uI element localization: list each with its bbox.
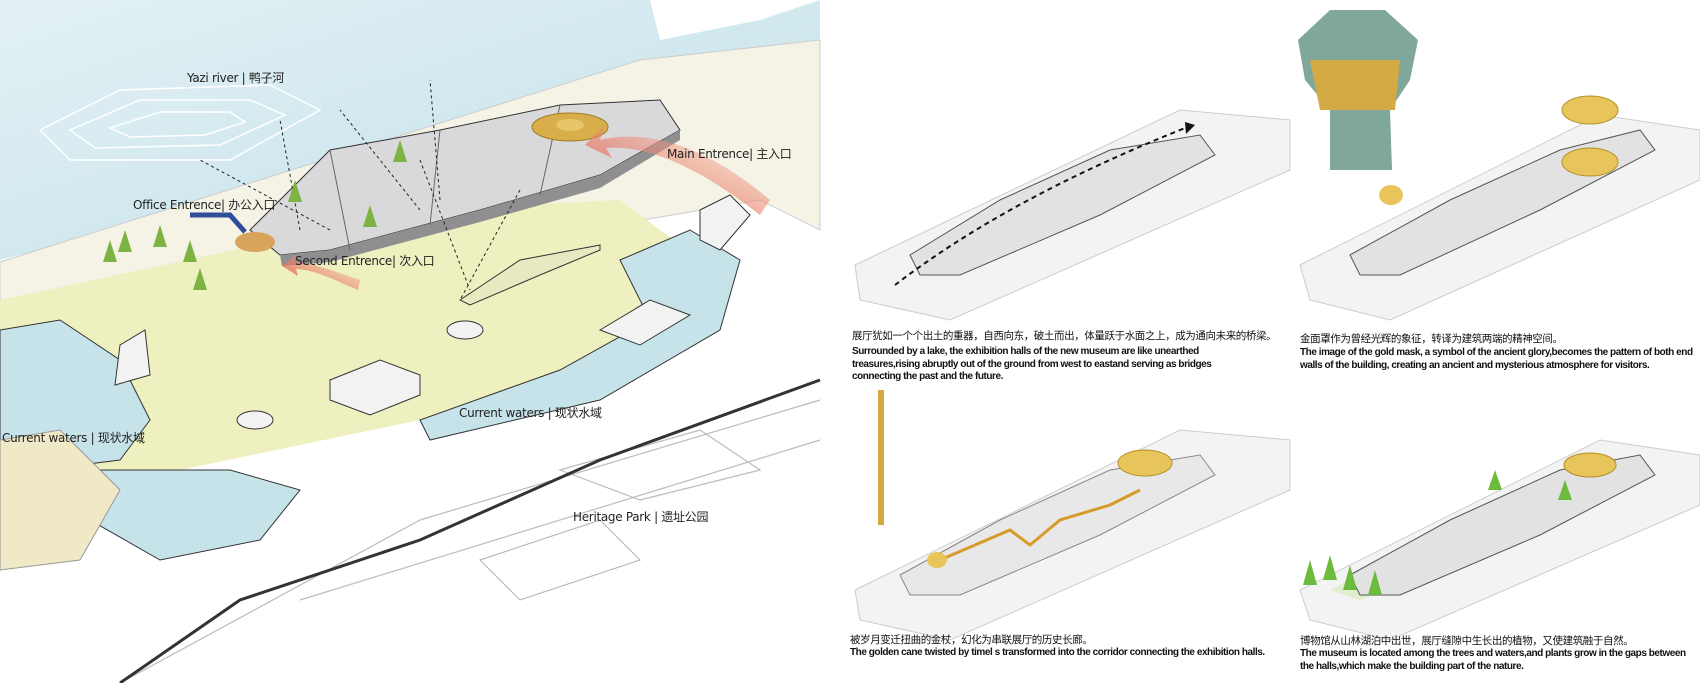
panel-4-caption-en: The museum is located among the trees an… [1300, 648, 1686, 672]
heritage-park-paths [119, 399, 821, 683]
direction-arrow [894, 127, 1186, 286]
museum-building [235, 99, 681, 266]
panel-3-diagram [854, 390, 1291, 641]
panel-2-diagram [1298, 10, 1700, 321]
canal [119, 378, 821, 683]
gold-cup-small [1379, 185, 1403, 205]
label-heritage-park: Heritage Park | 遗址公园 [573, 510, 709, 524]
second-entrance-arrow [282, 254, 360, 290]
panel-1-diagram [854, 109, 1291, 321]
gold-cup-end [1561, 147, 1619, 177]
plaza-fan [459, 244, 601, 306]
river-contours [38, 84, 322, 161]
site-buildings [114, 194, 751, 430]
panel-3-caption-cn: 被岁月变迁扭曲的金杖，幻化为串联展厅的历史长廊。 [850, 634, 1093, 646]
label-second-entrance: Second Entrence| 次入口 [295, 254, 435, 268]
panel-2-caption-en: The image of the gold mask, a symbol of … [1300, 347, 1693, 371]
label-main-entrance: Main Entrence| 主入口 [667, 147, 792, 161]
trees [103, 140, 407, 290]
label-current-waters-left: Current waters | 现状水域 [2, 431, 145, 445]
site-plan-drawing [0, 0, 821, 683]
panel-1-caption-cn: 展厅犹如一个个出土的重器，自西向东，破土而出，体量跃于水面之上，成为通向未来的桥… [852, 330, 1277, 342]
label-current-waters-middle: Current waters | 现状水域 [459, 406, 602, 420]
view-axis-lines [199, 79, 521, 301]
panel-3-caption-en: The golden cane twisted by timel s trans… [850, 647, 1265, 658]
gold-drum [235, 232, 275, 252]
yazi-river [0, 0, 820, 260]
panel-4-diagram [1299, 439, 1700, 641]
main-entrance-arrow [585, 125, 770, 215]
label-yazi-river: Yazi river | 鸭子河 [187, 71, 285, 85]
panel-2-caption-cn: 金面罩作为曾经光辉的象征，转译为建筑两端的精神空间。 [1300, 333, 1563, 345]
label-office-entrance: Office Entrence| 办公入口 [133, 198, 276, 212]
golden-cane [878, 390, 884, 525]
panel-1-caption-en: Surrounded by a lake, the exhibition hal… [852, 346, 1212, 382]
gold-cup-top [1561, 95, 1619, 125]
office-entrance-arrow [190, 212, 247, 234]
hill-contours [0, 429, 121, 571]
panel-4-caption-cn: 博物馆从山林湖泊中出世，展厅缝隙中生长出的植物，又使建筑融于自然。 [1300, 635, 1634, 647]
golden-corridor [939, 488, 1141, 562]
